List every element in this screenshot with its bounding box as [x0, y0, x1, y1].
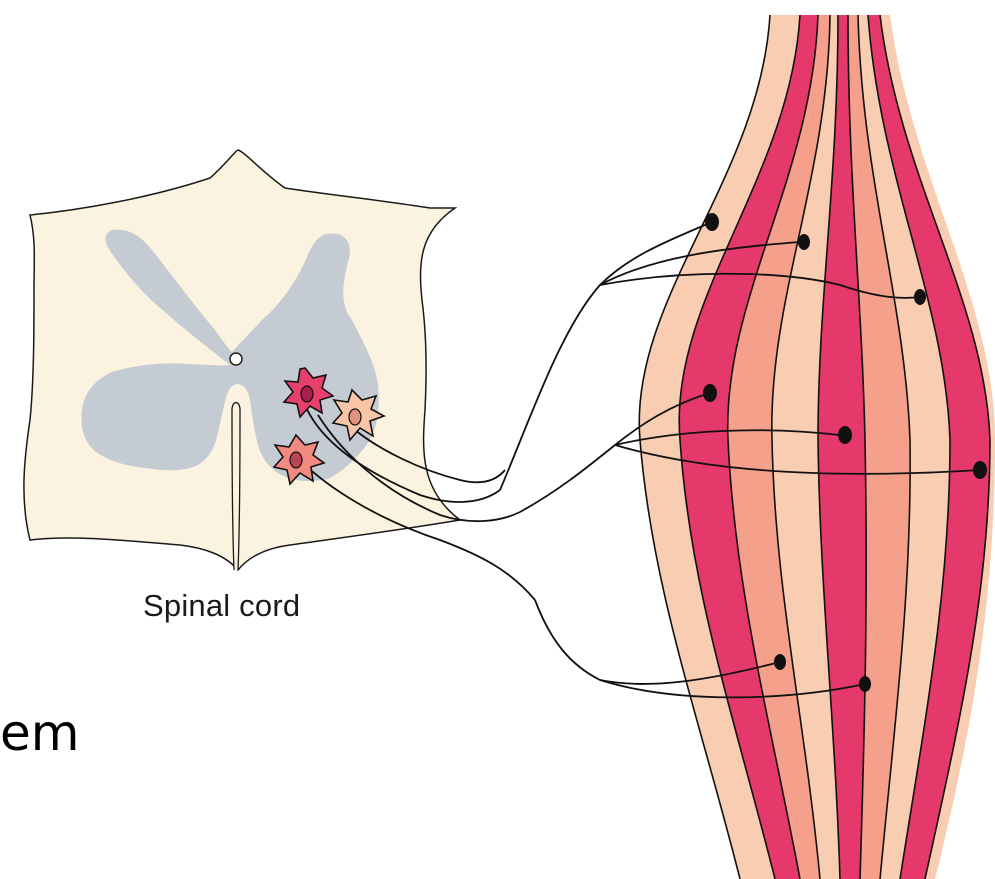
neuron-nucleus [290, 452, 302, 468]
end-plate [838, 426, 852, 444]
end-plate [703, 384, 717, 402]
spinal-cord-section [24, 150, 460, 570]
end-plate [774, 654, 786, 670]
cut-off-text: em [0, 708, 79, 758]
end-plate [914, 289, 926, 305]
neuron-nucleus [301, 386, 313, 402]
end-plate [859, 676, 871, 692]
median-fissure [232, 403, 240, 571]
spinal-cord-label: Spinal cord [143, 588, 300, 624]
muscle [639, 15, 995, 879]
end-plate [973, 461, 987, 479]
central-canal [230, 353, 242, 365]
neuron-nucleus [349, 409, 361, 425]
end-plate [798, 234, 810, 250]
end-plate [705, 213, 719, 231]
